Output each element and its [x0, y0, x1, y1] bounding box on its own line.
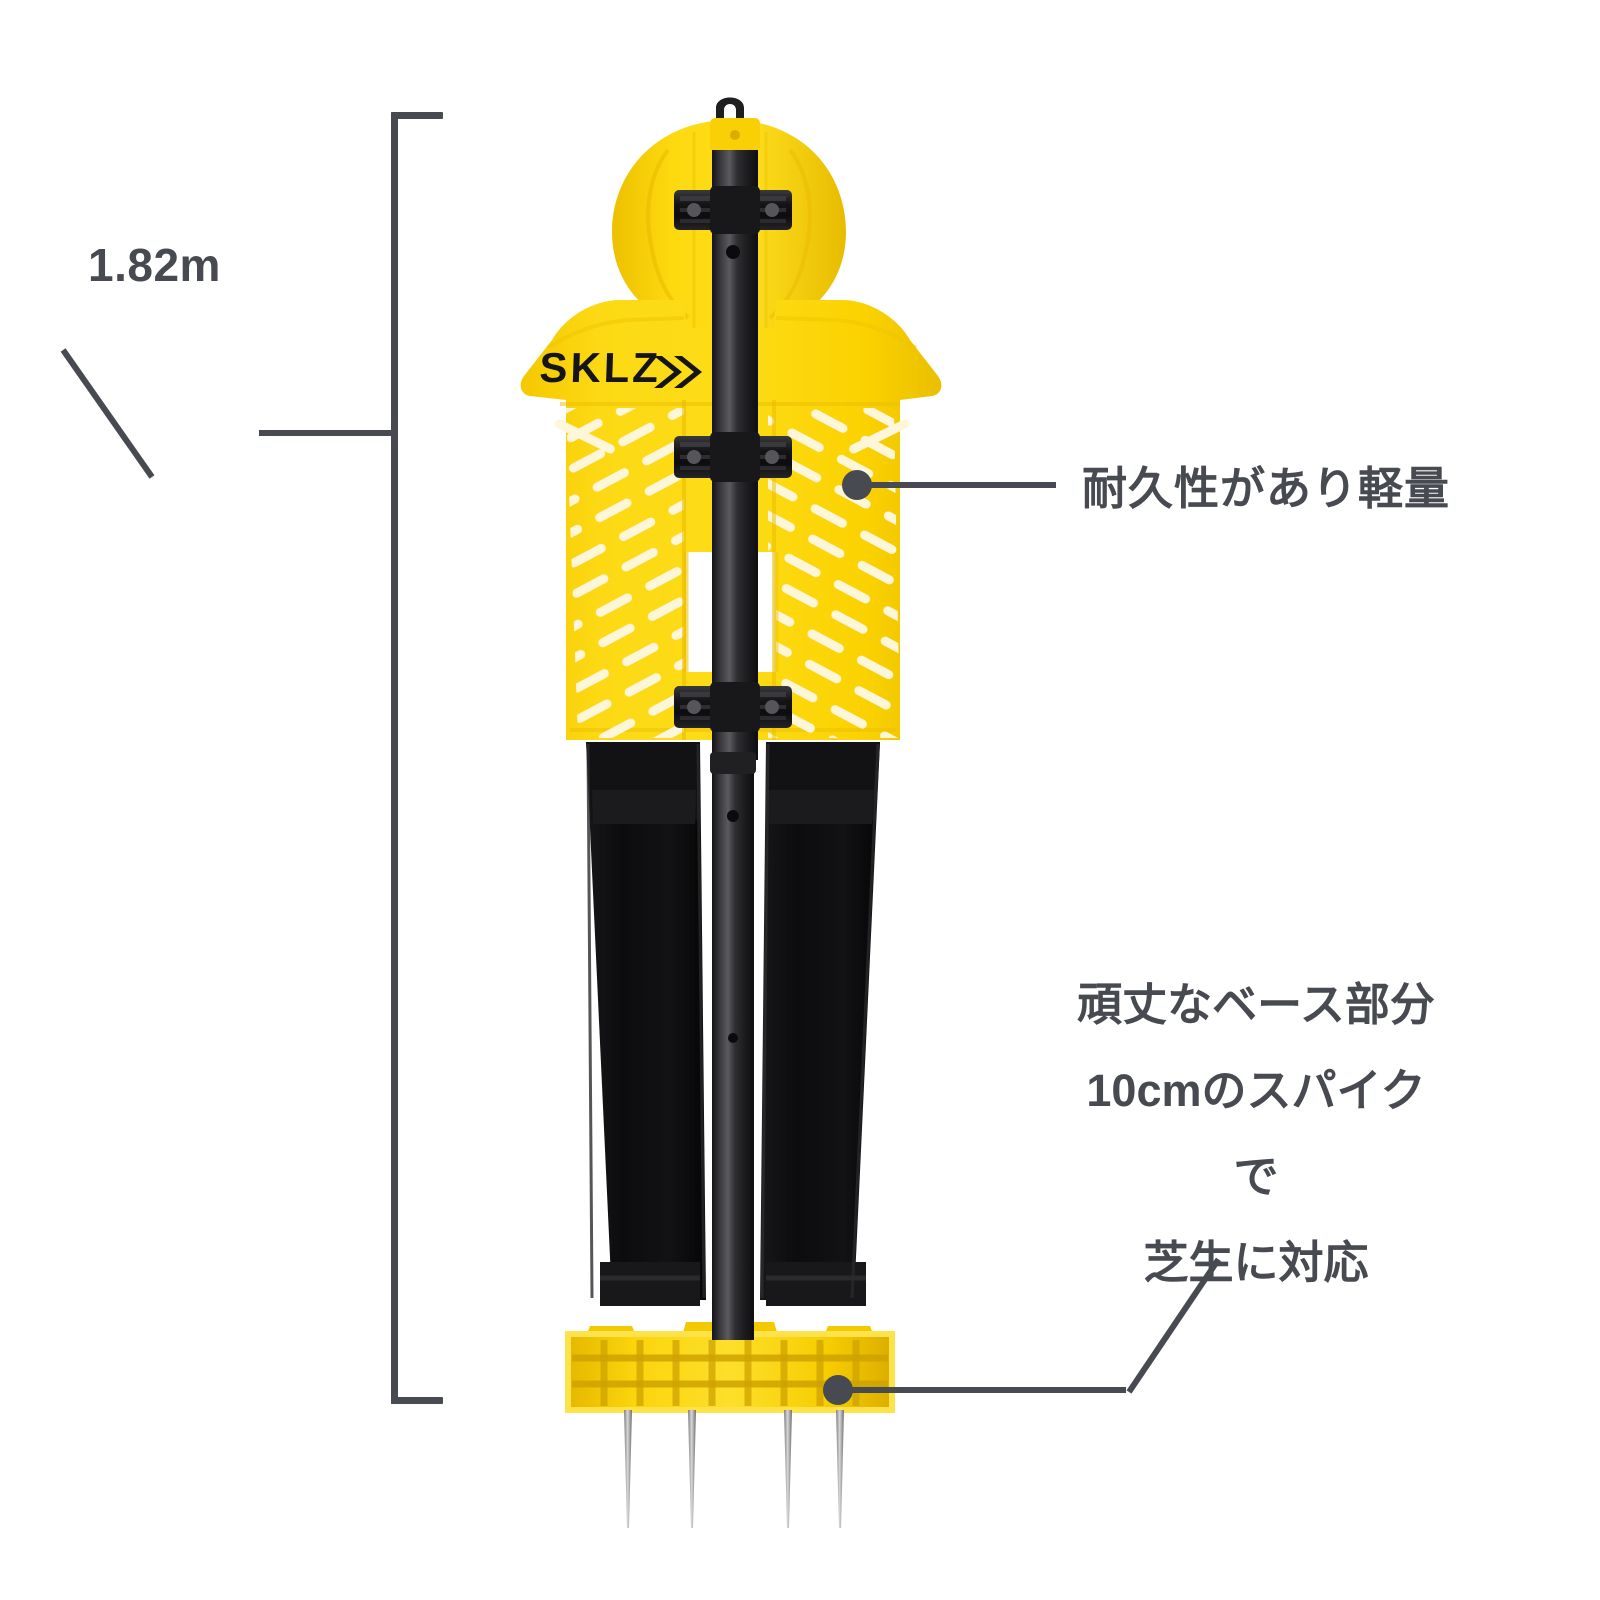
callout-label-base: 頑丈なベース部分 10cmのスパイクで 芝生に対応: [1066, 962, 1446, 1306]
clamp-brackets: [674, 186, 792, 732]
ground-spikes: [624, 1410, 844, 1528]
height-leader-horizontal: [259, 430, 397, 436]
callout-base-line-3: 芝生に対応: [1143, 1237, 1369, 1288]
height-dimension-label: 1.82m: [88, 239, 221, 291]
callout-line-base-horizontal: [838, 1387, 1126, 1393]
callout-label-durability: 耐久性があり軽量: [1082, 463, 1451, 514]
callout-base-line-1: 頑丈なベース部分: [1077, 979, 1435, 1030]
spiked-base: [565, 1322, 895, 1528]
padded-legs: [586, 742, 880, 1306]
callout-line-durability: [856, 482, 1056, 488]
height-tick-bottom: [391, 1397, 443, 1404]
height-tick-top: [391, 112, 443, 119]
callout-base-line-2: 10cmのスパイクで: [1086, 1065, 1426, 1202]
svg-text:SKLZ: SKLZ: [539, 344, 662, 391]
shoulder-vents: [554, 419, 910, 454]
sklz-logo: SKLZ: [539, 344, 702, 391]
height-dimension-line: [391, 112, 398, 1404]
